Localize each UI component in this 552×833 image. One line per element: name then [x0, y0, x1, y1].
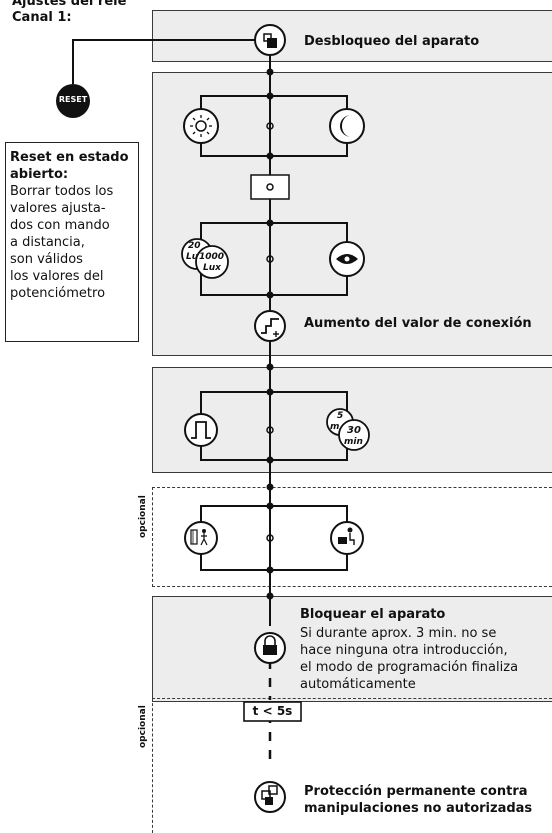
lock-desc-line: Si durante aprox. 3 min. no se — [300, 626, 497, 641]
reset-note-line: Borrar todos los — [10, 184, 114, 199]
protect-label-line-2: manipulaciones no autorizadas — [304, 801, 533, 816]
reset-note-line: los valores del — [10, 269, 104, 284]
header-line-1: Ajustes del relé — [12, 0, 127, 9]
moon-icon — [329, 108, 365, 144]
optional-label-2: opcional — [138, 705, 148, 748]
reset-note-line: valores ajusta- — [10, 201, 106, 216]
protect-label-line-1: Protección permanente contra — [304, 784, 528, 799]
optional-panel-2 — [152, 698, 552, 833]
lux-big-unit: Lux — [203, 263, 221, 273]
lux-icon — [181, 238, 229, 279]
reset-note-line: dos con mando — [10, 218, 110, 233]
reset-note-line: son válidos — [10, 252, 83, 267]
header-line-2: Canal 1: — [12, 10, 72, 25]
reset-note-heading: Reset en estado abierto: — [10, 150, 129, 182]
reset-button — [56, 84, 90, 118]
lock-icon — [254, 632, 286, 664]
time-icon — [326, 408, 370, 451]
unlock-panel — [152, 10, 552, 62]
time-big-num: 30 — [347, 425, 361, 436]
lock-desc-line: automáticamente — [300, 677, 416, 692]
sun-icon — [183, 108, 219, 144]
lux-small-num: 20 — [188, 241, 201, 251]
eye-icon — [329, 241, 365, 277]
lock-desc-line: hace ninguna otra introducción, — [300, 643, 508, 658]
optional-panel-1 — [152, 487, 552, 587]
timer-label: t < 5s — [252, 704, 293, 718]
lock-desc-line: el modo de programación finaliza — [300, 660, 519, 675]
time-small-num: 5 — [337, 411, 344, 421]
unlock-label: Desbloqueo del aparato — [304, 34, 480, 49]
reset-note: Reset en estado abierto: Borrar todos lo… — [5, 142, 139, 342]
increase-step-icon — [254, 310, 286, 342]
optional-label-1: opcional — [138, 495, 148, 538]
time-big-unit: min — [344, 437, 363, 447]
reset-button-label[interactable]: RESET — [58, 95, 88, 104]
reset-note-line: a distancia, — [10, 235, 85, 250]
lock-panel — [152, 596, 552, 702]
lux-big-num: 1000 — [199, 252, 225, 262]
unlock-icon — [254, 24, 286, 56]
lux-small-unit: Lu — [186, 252, 199, 262]
person-desk-icon — [330, 521, 364, 555]
increase-label: Aumento del valor de conexión — [304, 316, 532, 331]
reset-note-line: potenciómetro — [10, 286, 106, 301]
time-small-unit: m — [330, 422, 340, 432]
protect-icon — [254, 781, 286, 813]
person-exit-icon — [184, 521, 218, 555]
pulse-icon — [184, 413, 218, 447]
lock-title: Bloquear el aparato — [300, 607, 446, 622]
